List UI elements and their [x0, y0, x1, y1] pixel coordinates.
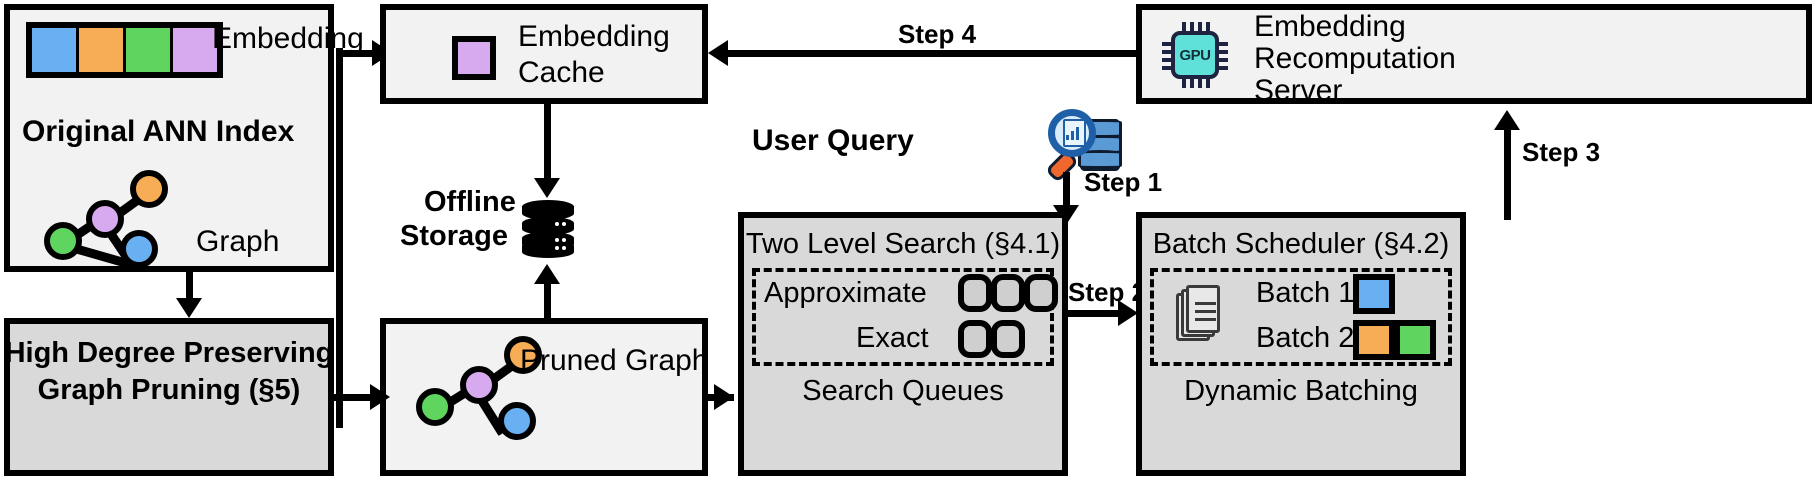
embedding-cache-line1: Embedding — [518, 20, 670, 53]
exact-slot-2 — [991, 320, 1025, 358]
pruned-node-purple — [460, 366, 498, 404]
arrow-pruned-to-search-head — [714, 384, 734, 410]
batch-scheduler-title: Batch Scheduler (§4.2) — [1152, 228, 1450, 260]
search-database-icon — [1045, 105, 1122, 183]
offline-storage-line1: Offline — [424, 186, 516, 218]
approximate-slot-3 — [1024, 274, 1058, 312]
arrow-step3-head — [1494, 110, 1520, 130]
arrow-cache-to-storage-shaft — [544, 104, 551, 180]
offline-storage-line2: Storage — [400, 220, 508, 252]
batch-1-swatch-blue — [1353, 274, 1395, 314]
approximate-label: Approximate — [764, 277, 927, 309]
exact-slot-1 — [958, 320, 992, 358]
embedding-cell-orange — [79, 28, 126, 72]
graph-pruning-box — [4, 318, 334, 476]
graph-label: Graph — [196, 225, 280, 258]
step1-label: Step 1 — [1084, 167, 1163, 197]
embedding-cache-line2: Cache — [518, 56, 605, 89]
pruned-node-orange — [504, 336, 542, 374]
arrow-step2-head — [1118, 300, 1138, 326]
arrow-index-to-cache-shaft — [336, 50, 374, 57]
arrow-index-to-cache-riser — [336, 48, 343, 428]
arrow-index-to-pruning-shaft — [186, 272, 193, 300]
search-queues-footer: Search Queues — [802, 375, 1004, 407]
original-ann-index-title: Original ANN Index — [22, 115, 295, 148]
recomputation-server-line3: Server — [1254, 74, 1343, 107]
arrow-step4-head — [708, 40, 728, 66]
arrow-pruned-to-storage-shaft — [544, 282, 551, 322]
batch-1-label: Batch 1 — [1256, 277, 1355, 309]
step2-label: Step 2 — [1068, 277, 1147, 307]
original-graph-icon — [38, 168, 168, 272]
two-level-search-title: Two Level Search (§4.1) — [745, 228, 1061, 260]
graph-node-purple — [86, 200, 124, 238]
recomputation-server-line1: Embedding — [1254, 10, 1406, 43]
dynamic-batching-footer: Dynamic Batching — [1184, 375, 1418, 407]
graph-node-orange — [130, 170, 168, 208]
pruned-node-green — [416, 388, 454, 426]
pruned-graph-icon — [408, 336, 542, 446]
embedding-cell-blue — [32, 28, 79, 72]
arrow-index-to-pruning-head — [176, 298, 202, 318]
graph-pruning-line2: Graph Pruning (§5) — [37, 374, 301, 406]
approximate-slot-1 — [958, 274, 992, 312]
recomputation-server-box — [1136, 4, 1812, 104]
pruned-graph-label: Pruned Graph — [520, 344, 709, 377]
arrow-cache-to-storage-head — [534, 178, 560, 198]
gpu-icon-text: GPU — [1171, 31, 1219, 79]
embedding-cell-purple — [173, 28, 217, 72]
batch-2-swatch-green — [1394, 320, 1436, 360]
graph-pruning-line1: High Degree Preserving — [4, 337, 334, 369]
documents-icon — [1176, 285, 1226, 347]
embedding-strip — [26, 22, 223, 78]
graph-node-green — [44, 222, 82, 260]
search-queues-dashed-region — [752, 268, 1054, 366]
arrow-pruning-to-pruned-shaft — [334, 394, 372, 401]
embedding-cache-box — [380, 4, 708, 104]
embedding-cache-swatch — [452, 36, 496, 80]
batch-2-label: Batch 2 — [1256, 322, 1355, 354]
arrow-step4-shaft — [724, 50, 1136, 57]
approximate-slot-2 — [991, 274, 1025, 312]
arrow-pruned-to-storage-head — [534, 264, 560, 284]
graph-node-blue — [120, 230, 158, 268]
arrow-step3-shaft — [1504, 128, 1511, 220]
embedding-cell-green — [126, 28, 173, 72]
step4-label: Step 4 — [898, 19, 977, 49]
exact-label: Exact — [856, 322, 929, 354]
dynamic-batching-dashed-region — [1150, 268, 1452, 366]
arrow-pruning-to-pruned-head — [370, 384, 390, 410]
pruned-node-blue — [498, 402, 536, 440]
recomputation-server-line2: Recomputation — [1254, 42, 1456, 75]
arrow-step2-shaft — [1068, 310, 1124, 317]
arrow-step1-shaft — [1063, 172, 1070, 208]
step3-label: Step 3 — [1522, 137, 1601, 167]
batch-2-swatch-orange — [1353, 320, 1395, 360]
user-query-label: User Query — [752, 124, 914, 157]
database-icon — [522, 200, 574, 258]
gpu-chip-icon: GPU — [1162, 22, 1228, 88]
